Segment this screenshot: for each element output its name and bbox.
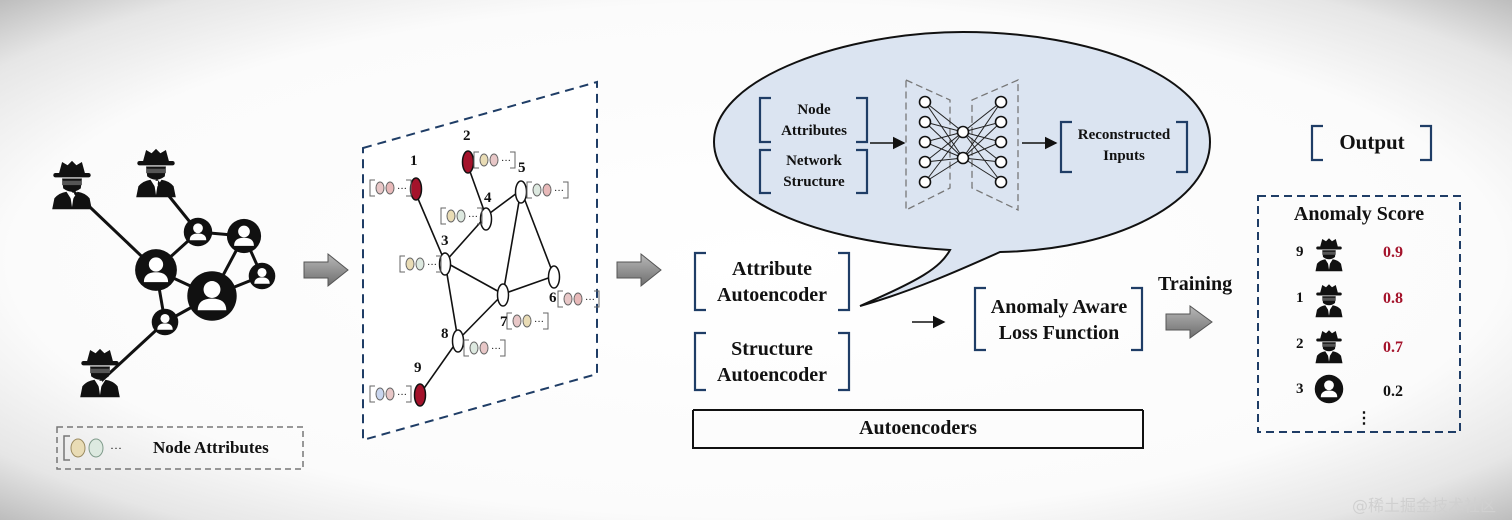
autoencoders-label: Autoencoders xyxy=(859,417,977,439)
score-node-id: 1 xyxy=(1296,290,1304,306)
spy-icon xyxy=(1315,238,1343,272)
attributed-graph-panel: ··· ··· ··· ··· ··· ··· ··· ··· ··· xyxy=(362,80,600,442)
svg-text:···: ··· xyxy=(468,212,478,223)
loss-function: Anomaly Aware Loss Function xyxy=(990,296,1128,344)
svg-text:···: ··· xyxy=(501,156,511,167)
training-label: Training xyxy=(1158,273,1233,295)
svg-text:···: ··· xyxy=(554,186,564,197)
graph-node-label: 4 xyxy=(484,190,492,206)
score-value: 0.2 xyxy=(1383,383,1403,400)
user-icon xyxy=(187,271,237,321)
spy-icon xyxy=(52,160,92,210)
spy-icon xyxy=(1315,284,1343,318)
graph-node-label: 3 xyxy=(441,233,449,249)
speech-bubble xyxy=(712,30,1212,307)
watermark: @稀土掘金技术社区 xyxy=(1351,496,1496,515)
user-icon xyxy=(151,308,179,336)
score-node-id: 3 xyxy=(1296,381,1304,397)
score-node-id: 2 xyxy=(1296,336,1304,352)
graph-node-label: 2 xyxy=(463,128,471,144)
more-scores-ellipsis: ⋮ xyxy=(1356,410,1372,427)
svg-text:···: ··· xyxy=(110,441,122,455)
user-icon xyxy=(248,262,276,290)
bubble-reconstructed-inputs: Reconstructed Inputs xyxy=(1077,127,1171,164)
spy-icon xyxy=(80,348,120,398)
graph-node-label: 9 xyxy=(414,360,422,376)
spy-icon xyxy=(1315,330,1343,364)
graph-node-label: 7 xyxy=(500,314,508,330)
output-label: Output xyxy=(1339,130,1405,154)
spy-icon xyxy=(136,148,176,198)
svg-text:···: ··· xyxy=(534,317,544,328)
svg-text:···: ··· xyxy=(585,295,595,306)
user-icon xyxy=(226,218,262,254)
bracket-shapes xyxy=(693,96,1433,392)
svg-text:···: ··· xyxy=(397,184,407,195)
anomaly-score-title: Anomaly Score xyxy=(1293,203,1425,225)
flow-arrow xyxy=(1165,305,1213,339)
attribute-autoencoder: Attribute Autoencoder xyxy=(717,258,827,306)
autoencoders-bar-shape xyxy=(692,409,1144,449)
legend-label: Node Attributes xyxy=(153,438,269,457)
score-node-id: 9 xyxy=(1296,244,1304,260)
graph-node-label: 6 xyxy=(549,290,557,306)
structure-autoencoder: Structure Autoencoder xyxy=(717,338,827,386)
social-graph xyxy=(52,148,276,398)
score-value: 0.7 xyxy=(1383,339,1403,356)
autoencoder-network xyxy=(905,78,1019,212)
graph-node-label: 1 xyxy=(410,153,418,169)
score-value: 0.9 xyxy=(1383,244,1403,261)
svg-text:···: ··· xyxy=(491,344,501,355)
bubble-network-structure: Network Structure xyxy=(783,153,845,190)
flow-arrow xyxy=(303,252,349,288)
flow-arrow xyxy=(616,252,662,288)
node-attributes-legend: ··· xyxy=(56,426,304,470)
bubble-node-attributes: Node Attributes xyxy=(781,102,847,139)
svg-text:···: ··· xyxy=(427,260,437,271)
user-icon xyxy=(183,217,213,247)
svg-text:···: ··· xyxy=(397,390,407,401)
anomaly-score-box xyxy=(1257,195,1461,433)
score-value: 0.8 xyxy=(1383,290,1403,307)
user-icon xyxy=(135,249,177,291)
graph-node-label: 5 xyxy=(518,160,526,176)
user-icon xyxy=(1314,374,1344,404)
graph-node-label: 8 xyxy=(441,326,449,342)
